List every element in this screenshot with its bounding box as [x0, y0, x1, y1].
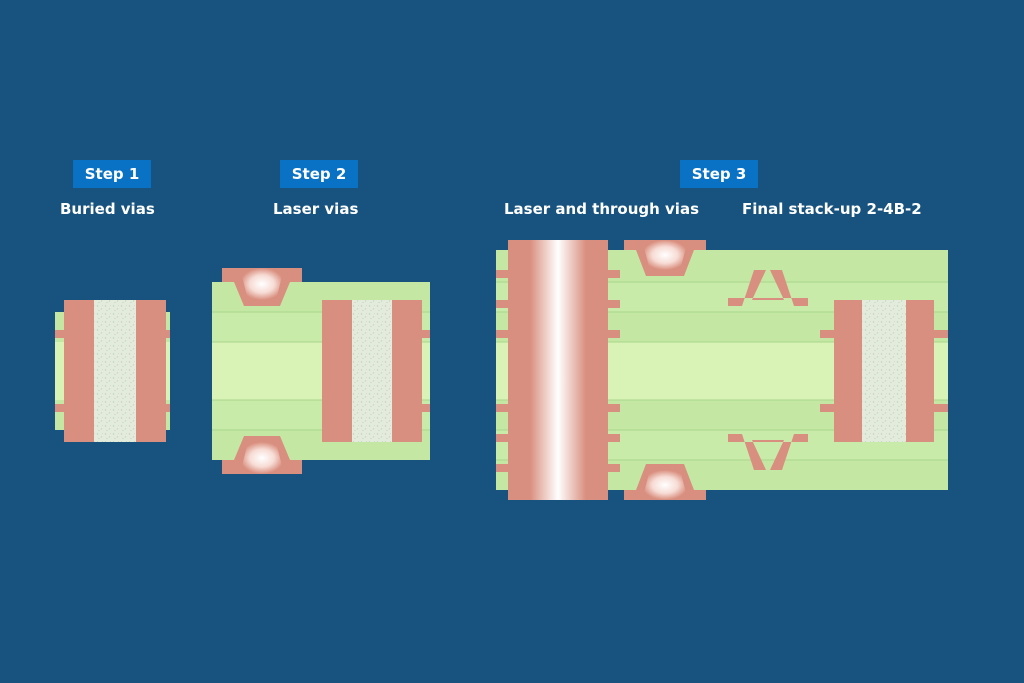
- step-2-caption: Laser vias: [273, 200, 359, 218]
- step-2-laser-via-stackup: [212, 268, 430, 474]
- step-3-caption-final-stackup: Final stack-up 2-4B-2: [742, 200, 922, 218]
- step-3-caption: Laser and through vias: [504, 200, 699, 218]
- step-1-caption: Buried vias: [60, 200, 155, 218]
- step-3-final-stackup: [496, 240, 948, 500]
- step-2-badge: Step 2: [280, 160, 358, 188]
- step-1-buried-via-core: [55, 300, 170, 442]
- step-3-badge: Step 3: [680, 160, 758, 188]
- step-1-badge: Step 1: [73, 160, 151, 188]
